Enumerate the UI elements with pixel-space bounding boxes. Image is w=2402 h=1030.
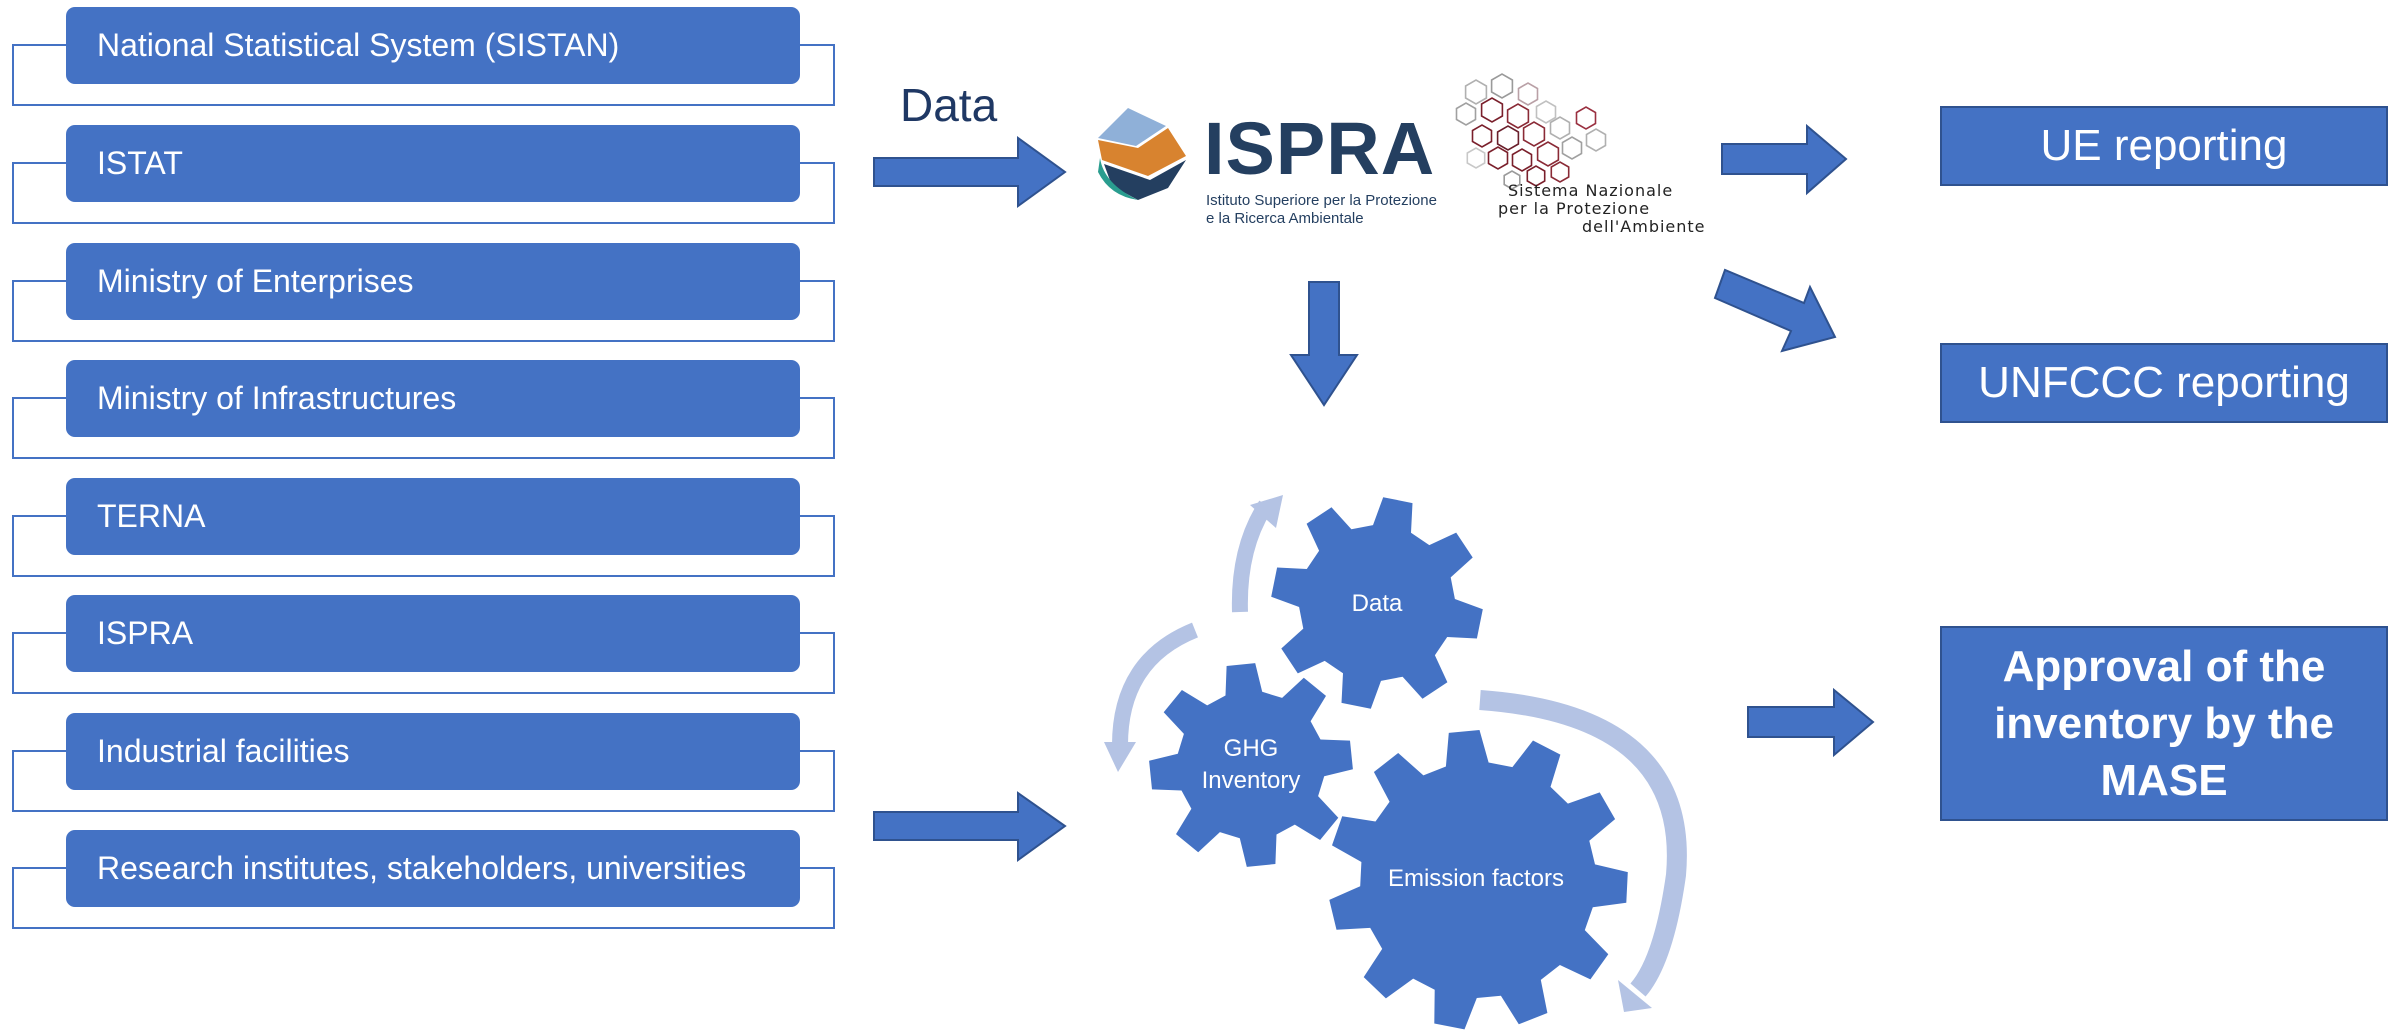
source-label: Research institutes, stakeholders, unive… [97,850,747,886]
gear-emission-factors-icon [1329,730,1628,1030]
source-item-terna: TERNA [66,478,800,555]
snpa-logo-icon [1455,73,1607,190]
flow-data-label: Data [900,79,998,131]
cycle-arrow-icon [1112,622,1199,746]
arrow-right-icon [1747,687,1875,758]
hexagon-shape [1487,146,1509,170]
ue-reporting-label: UE reporting [2040,121,2288,170]
cycle-arrow-icon [1231,500,1273,613]
hexagon-shape [1536,141,1560,167]
hexagon-shape [1550,161,1570,183]
approval-line2: inventory by the [1994,699,2334,748]
hexagon-shape [1506,103,1530,129]
gear-ghg-label: GHG Inventory [1181,733,1321,797]
snpa-line3: dell'Ambiente [1582,217,1706,236]
source-item-research-institutes: Research institutes, stakeholders, unive… [66,830,800,907]
ispra-logo-icon [1098,108,1186,200]
hexagon-shape [1466,147,1486,169]
gear-ghg-line2: Inventory [1201,767,1301,794]
gear-shape [1271,497,1483,709]
hexagon-shape [1585,128,1607,152]
source-label: National Statistical System (SISTAN) [97,27,620,63]
hexagon-shape [1455,102,1477,126]
hexagon-shape [1511,148,1533,172]
source-item-ministry-enterprises: Ministry of Enterprises [66,243,800,320]
hexagon-shape [1575,106,1597,130]
ispra-subtitle-line1: Istituto Superiore per la Protezione [1206,192,1437,209]
source-item-ministry-infrastructures: Ministry of Infrastructures [66,360,800,437]
snpa-line2: per la Protezione [1498,199,1651,218]
source-item-industrial-facilities: Industrial facilities [66,713,800,790]
source-item-ispra: ISPRA [66,595,800,672]
hexagon-shape [1561,136,1583,160]
source-label: Industrial facilities [97,733,350,769]
arrow-diagonal-icon [1713,268,1837,353]
gear-shape [1149,663,1353,867]
hexagon-shape [1464,79,1488,105]
unfccc-reporting-label: UNFCCC reporting [1978,358,2350,407]
arrow-down-icon [1289,281,1359,407]
source-label: Ministry of Enterprises [97,263,414,299]
gear-ghg-line1: GHG [1223,735,1279,762]
hexagon-shape [1471,124,1493,148]
cycle-arrowhead-icon [1618,980,1652,1012]
approval-box: Approval of the inventory by the MASE [1940,626,2388,821]
gear-data-label: Data [1351,590,1403,617]
source-label: TERNA [97,498,206,534]
snpa-line1: Sistema Nazionale [1508,181,1674,200]
approval-line1: Approval of the [2002,642,2326,691]
source-item-istat: ISTAT [66,125,800,202]
hexagon-shape [1480,97,1504,123]
approval-line3: MASE [2100,756,2228,805]
arrow-right-icon [873,791,1067,862]
gear-ghg-inventory-icon [1149,663,1353,867]
source-label: ISPRA [97,615,194,651]
hexagon-shape [1522,121,1546,147]
arrow-right-icon [1721,123,1848,196]
arrow-right-icon [873,136,1067,208]
ispra-subtitle-line2: e la Ricerca Ambientale [1206,210,1364,227]
source-item-sistan: National Statistical System (SISTAN) [66,7,800,84]
cycle-arrowhead-icon [1250,495,1283,528]
ispra-logo-subtitle: Istituto Superiore per la Protezione e l… [1206,192,1437,228]
cycle-arrowhead-icon [1104,742,1136,772]
cycle-arrow-icon [1479,690,1687,997]
hexagon-shape [1490,73,1514,99]
source-label: Ministry of Infrastructures [97,380,457,416]
hexagon-shape [1526,165,1546,187]
hexagon-shape [1496,125,1520,151]
unfccc-reporting-box: UNFCCC reporting [1940,343,2388,423]
snpa-logo-text: Sistema Nazionale per la Protezione dell… [1498,182,1706,236]
hexagon-shape [1503,170,1521,190]
gear-shape [1329,730,1628,1030]
source-label: ISTAT [97,145,183,181]
gear-data-icon [1271,497,1483,709]
ispra-logo-name: ISPRA [1204,107,1436,190]
hexagon-shape [1535,100,1557,124]
ue-reporting-box: UE reporting [1940,106,2388,186]
hexagon-shape [1549,116,1571,140]
gear-emission-label: Emission factors [1387,865,1565,892]
hexagon-shape [1517,82,1539,106]
